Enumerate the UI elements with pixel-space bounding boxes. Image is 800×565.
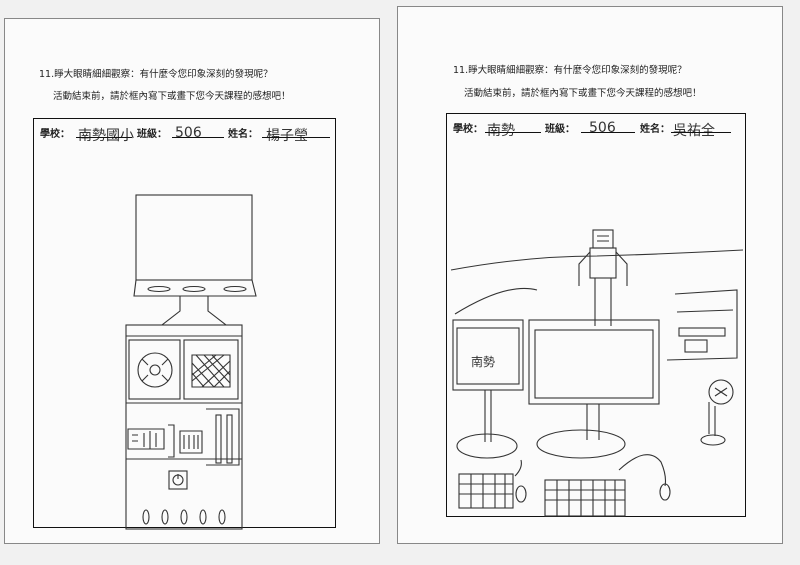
name-value: 吳祐全 [673, 123, 715, 139]
answer-box: 學校： 南勢國小 班級： 506 姓名： 楊子瑩 [33, 118, 336, 530]
school-value: 南勢 [487, 123, 515, 139]
name-label: 姓名： [228, 129, 258, 140]
answer-box: 學校： 南勢 班級： 506 姓名： 吳祐全 [446, 113, 746, 517]
power-button-drawing [168, 470, 188, 490]
class-label: 班級： [545, 124, 575, 135]
instruction-text: 活動結束前，請於框內寫下或畫下您今天課程的感想吧！ [464, 88, 702, 99]
school-label: 學校： [453, 124, 483, 135]
school-value: 南勢國小 [78, 128, 134, 144]
left-monitor-drawing [452, 319, 524, 391]
instruction-text: 活動結束前，請於框內寫下或畫下您今天課程的感想吧！ [53, 91, 291, 102]
worksheet-right: 11.睜大眼睛細細觀察：有什麼令您印象深刻的發現呢？ 活動結束前，請於框內寫下或… [397, 6, 783, 544]
drawing-computer-desk: 南勢 [450, 229, 744, 517]
drawing-computer-tower [125, 194, 257, 530]
name-label: 姓名： [640, 124, 670, 135]
question-text: 11.睜大眼睛細細觀察：有什麼令您印象深刻的發現呢？ [39, 69, 273, 80]
main-keyboard-drawing [544, 479, 626, 517]
monitor-label: 南勢 [471, 354, 495, 369]
class-label: 班級： [137, 129, 167, 140]
computer-case-drawing [125, 324, 243, 530]
main-monitor-drawing [528, 319, 660, 405]
monitor-drawing [135, 194, 253, 281]
question-text: 11.睜大眼睛細細觀察：有什麼令您印象深刻的發現呢？ [453, 65, 687, 76]
robot-head-drawing [592, 229, 614, 249]
worksheet-left: 11.睜大眼睛細細觀察：有什麼令您印象深刻的發現呢？ 活動結束前，請於框內寫下或… [4, 18, 380, 544]
left-keyboard-drawing [458, 473, 514, 509]
student-info-row: 學校： 南勢 班級： 506 姓名： 吳祐全 [447, 114, 745, 139]
school-label: 學校： [40, 129, 70, 140]
name-value: 楊子瑩 [266, 128, 308, 144]
student-info-row: 學校： 南勢國小 班級： 506 姓名： 楊子瑩 [34, 119, 335, 144]
